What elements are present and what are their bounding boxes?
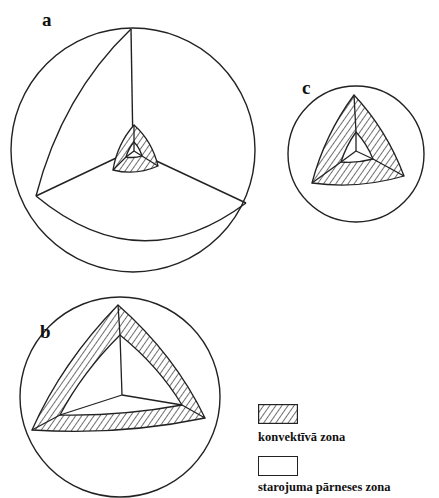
- legend-text: konvektīvā zona: [258, 430, 428, 444]
- radiative-zone: [341, 132, 373, 162]
- cutaway-edge: [142, 156, 158, 166]
- star-c: [288, 86, 424, 222]
- star-a: [11, 28, 255, 272]
- legend-text: starojuma pārneses zona: [258, 480, 428, 494]
- panel-letter: a: [42, 10, 52, 29]
- legend-swatch: [258, 456, 298, 476]
- convective-zone: [312, 95, 404, 185]
- cutaway-edge: [133, 142, 134, 151]
- radiative-zone: [60, 335, 182, 415]
- cutaway-edge: [355, 132, 356, 151]
- convective-zone: [113, 125, 158, 172]
- cutaway-edge: [356, 151, 373, 159]
- cutaway-edge: [354, 95, 356, 132]
- cutaway-edge: [118, 305, 120, 335]
- cutaway-edge: [373, 159, 404, 176]
- cutaway-edge: [60, 395, 122, 415]
- panel-letter: b: [40, 322, 51, 341]
- convective-zone: [32, 305, 205, 431]
- cutaway-edge: [134, 151, 142, 156]
- cutaway-edge: [120, 335, 122, 395]
- cutaway-edge: [341, 151, 356, 162]
- cutaway-edge: [122, 395, 182, 405]
- cutaway-edge: [126, 151, 134, 157]
- star-c-zones: [312, 95, 404, 185]
- star-b-zones: [32, 305, 205, 431]
- cutaway-edge: [133, 125, 134, 142]
- cutaway-edge: [182, 405, 205, 418]
- panel-letter: c: [302, 78, 310, 97]
- cutaway-edge: [312, 162, 341, 183]
- radiative-zone: [126, 142, 142, 158]
- cutaway-edge: [113, 157, 126, 170]
- legend-hatch-swatch: [258, 404, 298, 424]
- cutaway-edge: [32, 415, 60, 430]
- star-a-core: [113, 125, 158, 172]
- star-b: [20, 297, 220, 497]
- hatch-sample: [258, 404, 298, 424]
